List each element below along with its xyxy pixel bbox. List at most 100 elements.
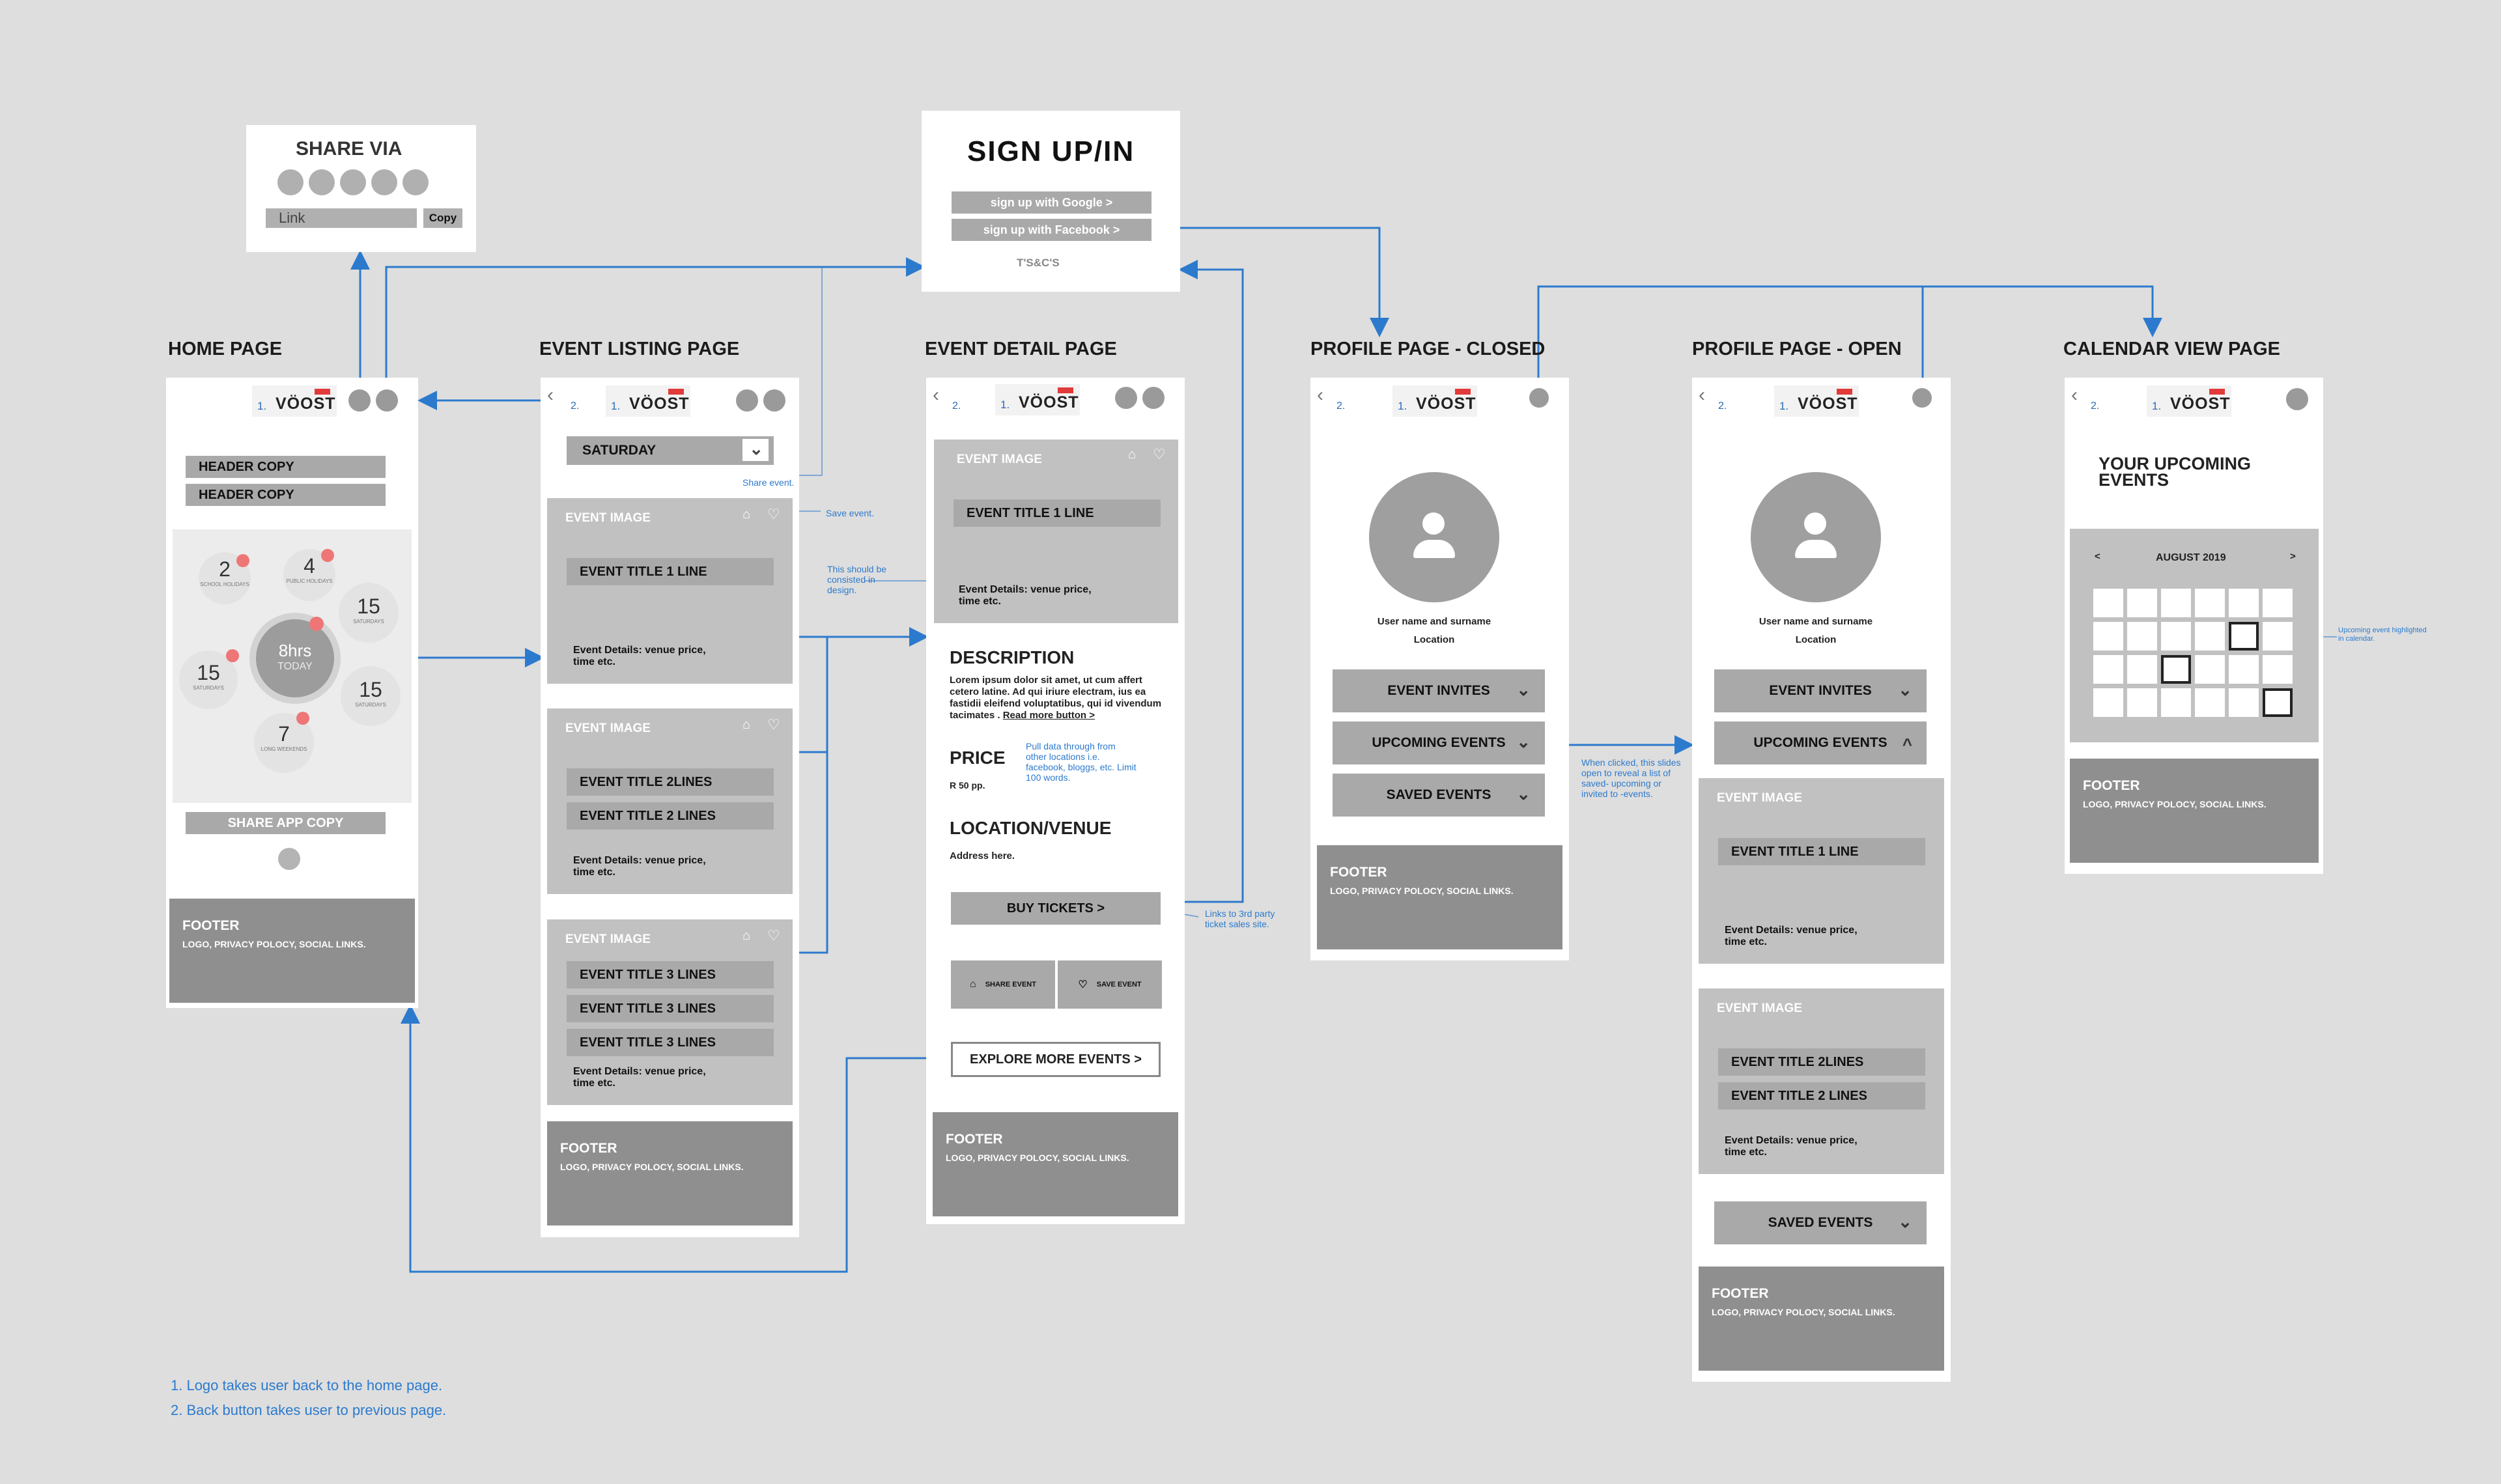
calendar-day[interactable] bbox=[2127, 655, 2157, 684]
prev-month-icon[interactable]: < bbox=[2095, 551, 2100, 562]
share-option-icon[interactable] bbox=[371, 169, 397, 195]
day-dropdown[interactable]: SATURDAY ⌄ bbox=[567, 436, 774, 465]
share-option-icon[interactable] bbox=[340, 169, 366, 195]
calendar-day[interactable] bbox=[2195, 622, 2225, 651]
profile-icon[interactable] bbox=[763, 389, 785, 412]
highlighted-event-day[interactable] bbox=[2229, 622, 2259, 651]
calendar-day[interactable] bbox=[2161, 622, 2191, 651]
price-heading: PRICE bbox=[950, 748, 1006, 768]
calendar-day[interactable] bbox=[2127, 589, 2157, 617]
logo-wordmark: VÖOST bbox=[1798, 395, 1858, 413]
calendar-day[interactable] bbox=[2093, 589, 2123, 617]
highlighted-event-day[interactable] bbox=[2161, 655, 2191, 684]
share-popup-title: SHARE VIA bbox=[296, 138, 403, 160]
save-event-button[interactable]: ♡ SAVE EVENT bbox=[1058, 960, 1162, 1009]
logo[interactable]: 1. VÖOST bbox=[1392, 385, 1477, 417]
calendar-day[interactable] bbox=[2093, 688, 2123, 717]
logo[interactable]: 1. VÖOST bbox=[1774, 385, 1859, 417]
calendar-day[interactable] bbox=[2229, 655, 2259, 684]
calendar-day[interactable] bbox=[2195, 655, 2225, 684]
calendar-day[interactable] bbox=[2195, 688, 2225, 717]
event-invites-dropdown[interactable]: EVENT INVITES ⌄ bbox=[1714, 669, 1927, 712]
share-option-icon[interactable] bbox=[277, 169, 304, 195]
chevron-down-icon: ⌄ bbox=[1516, 680, 1531, 699]
calendar-day[interactable] bbox=[2093, 622, 2123, 651]
buy-tickets-button[interactable]: BUY TICKETS > bbox=[951, 892, 1161, 925]
profile-page-closed: ‹ 2. 1. VÖOST User name and surname Loca… bbox=[1310, 378, 1569, 960]
heart-icon[interactable]: ♡ bbox=[767, 927, 780, 944]
profile-icon[interactable] bbox=[1142, 387, 1165, 409]
share-option-icon[interactable] bbox=[309, 169, 335, 195]
event-card[interactable]: EVENT IMAGE EVENT TITLE 2LINES EVENT TIT… bbox=[1699, 988, 1944, 1174]
calendar-day[interactable] bbox=[2263, 655, 2293, 684]
today-bubble[interactable]: 8hrs TODAY bbox=[249, 613, 341, 704]
link-field[interactable]: Link bbox=[266, 208, 417, 228]
description-text: Lorem ipsum dolor sit amet, ut cum affer… bbox=[950, 675, 1162, 721]
event-card[interactable]: EVENT IMAGE ⌂ ♡ EVENT TITLE 2LINES EVENT… bbox=[547, 708, 793, 894]
share-icon[interactable] bbox=[278, 848, 300, 870]
read-more-link[interactable]: Read more button > bbox=[1002, 710, 1095, 721]
calendar-day[interactable] bbox=[2195, 589, 2225, 617]
upcoming-events-dropdown[interactable]: UPCOMING EVENTS ^ bbox=[1714, 721, 1927, 764]
event-hero: EVENT IMAGE ⌂ ♡ EVENT TITLE 1 LINE Event… bbox=[934, 440, 1178, 623]
back-chevron-icon[interactable]: ‹ bbox=[547, 384, 554, 406]
share-event-button[interactable]: ⌂ SHARE EVENT bbox=[951, 960, 1055, 1009]
share-event-icon[interactable]: ⌂ bbox=[742, 929, 751, 943]
copy-button[interactable]: Copy bbox=[423, 208, 462, 228]
share-icon[interactable] bbox=[1115, 387, 1137, 409]
event-card[interactable]: EVENT IMAGE ⌂ ♡ EVENT TITLE 3 LINES EVEN… bbox=[547, 919, 793, 1105]
calendar-page-title: CALENDAR VIEW PAGE bbox=[2063, 339, 2280, 359]
explore-more-button[interactable]: EXPLORE MORE EVENTS > bbox=[951, 1042, 1161, 1077]
event-card[interactable]: EVENT IMAGE ⌂ ♡ EVENT TITLE 1 LINE Event… bbox=[547, 498, 793, 684]
back-chevron-icon[interactable]: ‹ bbox=[1317, 384, 1323, 406]
logo[interactable]: 1. VÖOST bbox=[2147, 385, 2231, 417]
listing-page-title: EVENT LISTING PAGE bbox=[539, 339, 740, 359]
back-chevron-icon[interactable]: ‹ bbox=[1699, 384, 1705, 406]
detail-page-title: EVENT DETAIL PAGE bbox=[925, 339, 1117, 359]
google-signup-button[interactable]: sign up with Google > bbox=[952, 191, 1152, 214]
event-title: EVENT TITLE 2 LINES bbox=[567, 802, 774, 830]
upcoming-events-dropdown[interactable]: UPCOMING EVENTS ⌄ bbox=[1333, 721, 1545, 764]
next-month-icon[interactable]: > bbox=[2290, 551, 2296, 562]
calendar-day[interactable] bbox=[2263, 589, 2293, 617]
calendar-day[interactable] bbox=[2263, 622, 2293, 651]
saved-events-dropdown[interactable]: SAVED EVENTS ⌄ bbox=[1333, 774, 1545, 817]
share-icon[interactable] bbox=[736, 389, 758, 412]
facebook-signup-button[interactable]: sign up with Facebook > bbox=[952, 219, 1152, 241]
saturdays-bubble[interactable]: 15 SATURDAYS bbox=[339, 583, 399, 643]
calendar-icon[interactable] bbox=[1912, 388, 1932, 408]
calendar-day[interactable] bbox=[2229, 589, 2259, 617]
share-option-icon[interactable] bbox=[403, 169, 429, 195]
heart-icon[interactable]: ♡ bbox=[767, 506, 780, 522]
heart-icon[interactable]: ♡ bbox=[767, 716, 780, 733]
heart-icon[interactable]: ♡ bbox=[1153, 446, 1166, 462]
calendar-day[interactable] bbox=[2229, 688, 2259, 717]
logo-wordmark: VÖOST bbox=[276, 395, 336, 413]
saved-events-dropdown[interactable]: SAVED EVENTS ⌄ bbox=[1714, 1201, 1927, 1244]
event-title: EVENT TITLE 1 LINE bbox=[567, 558, 774, 585]
calendar-icon[interactable] bbox=[1529, 388, 1549, 408]
back-chevron-icon[interactable]: ‹ bbox=[2071, 384, 2078, 406]
logo[interactable]: 1. VÖOST bbox=[606, 385, 690, 417]
calendar-day[interactable] bbox=[2093, 655, 2123, 684]
share-event-icon[interactable]: ⌂ bbox=[742, 507, 751, 522]
calendar-day[interactable] bbox=[2161, 589, 2191, 617]
event-card[interactable]: EVENT IMAGE EVENT TITLE 1 LINE Event Det… bbox=[1699, 778, 1944, 964]
calendar-day[interactable] bbox=[2127, 688, 2157, 717]
calendar-day[interactable] bbox=[2161, 688, 2191, 717]
profile-icon[interactable] bbox=[2286, 388, 2308, 410]
chevron-down-glyph: ⌄ bbox=[749, 439, 763, 458]
saturdays-bubble[interactable]: 15 SATURDAYS bbox=[341, 666, 401, 726]
event-invites-dropdown[interactable]: EVENT INVITES ⌄ bbox=[1333, 669, 1545, 712]
profile-icon[interactable] bbox=[376, 389, 398, 412]
logo[interactable]: 1. VÖOST bbox=[252, 385, 337, 417]
calendar-day[interactable] bbox=[2127, 622, 2157, 651]
highlighted-event-day[interactable] bbox=[2263, 688, 2293, 717]
terms-link[interactable]: T'S&C'S bbox=[1017, 257, 1060, 269]
avatar-head bbox=[1804, 512, 1826, 535]
back-chevron-icon[interactable]: ‹ bbox=[933, 384, 939, 406]
share-event-icon[interactable]: ⌂ bbox=[742, 718, 751, 732]
logo[interactable]: 1. VÖOST bbox=[995, 384, 1080, 415]
share-event-icon[interactable]: ⌂ bbox=[1128, 447, 1137, 462]
share-icon[interactable] bbox=[348, 389, 371, 412]
